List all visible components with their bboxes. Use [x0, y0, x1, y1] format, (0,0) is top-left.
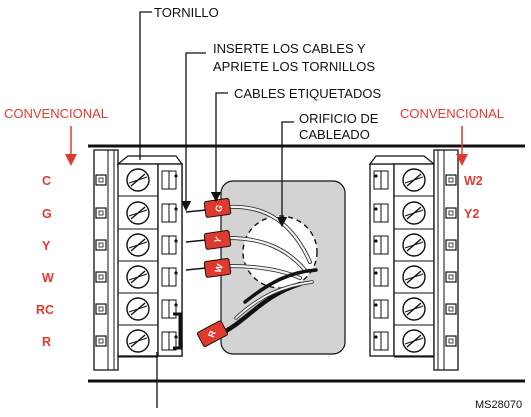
terminal-label-w2: W2	[464, 174, 483, 188]
figure-code: MS28070	[475, 399, 522, 411]
hole-callout-line	[276, 121, 294, 228]
insert-label-1: INSERTE LOS CABLES Y	[213, 41, 366, 56]
screw-callout-line	[139, 11, 152, 160]
rc-r-jumper	[173, 312, 182, 350]
left-terminal-rows	[95, 168, 178, 358]
terminal-label-rc: RC	[36, 303, 54, 317]
right-terminal-row	[373, 168, 457, 197]
insert-label-2: APRIETE LOS TORNILLOS	[213, 59, 375, 74]
terminal-label-r: R	[42, 335, 51, 349]
wire-bundle	[219, 204, 318, 336]
left-terminal-row	[95, 297, 177, 326]
right-terminal-row	[373, 297, 457, 326]
left-terminal-row	[95, 201, 177, 230]
wire-tag-g: G	[203, 198, 232, 218]
svg-text:R: R	[206, 329, 218, 339]
terminal-label-y2: Y2	[464, 207, 479, 221]
hole-label-1: ORIFICIO DE	[299, 111, 379, 126]
left-terminal-row	[95, 329, 177, 358]
insert-callout-line	[180, 52, 206, 212]
conventional-right-label: CONVENCIONAL	[400, 106, 504, 121]
conventional-left-label: CONVENCIONAL	[4, 106, 108, 121]
left-terminal-labels: C G Y W RC R	[36, 174, 54, 349]
wire-tag-r: R	[196, 320, 228, 347]
terminal-label-w: W	[42, 271, 54, 285]
svg-text:W: W	[213, 262, 225, 274]
right-terminal-row	[373, 329, 457, 358]
wire-ends	[185, 209, 207, 271]
right-terminal-rows	[373, 168, 457, 358]
terminal-label-c: C	[42, 174, 51, 188]
wire-tag-y: Y	[203, 230, 232, 250]
terminal-label-g: G	[42, 207, 52, 221]
left-terminal-row	[95, 265, 177, 294]
svg-text:Y: Y	[212, 235, 223, 244]
hole-label-2: CABLEADO	[299, 127, 370, 142]
left-terminal-row	[95, 233, 177, 262]
right-terminal-row	[373, 201, 457, 230]
left-terminal-row	[95, 168, 177, 197]
terminal-label-y: Y	[42, 239, 51, 253]
labeled-wires-label: CABLES ETIQUETADOS	[234, 86, 381, 101]
screw-label: TORNILLO	[154, 5, 219, 20]
wire-tag-w: W	[203, 258, 232, 278]
labeled-wires-callout-line	[210, 92, 228, 203]
svg-text:G: G	[213, 203, 225, 213]
